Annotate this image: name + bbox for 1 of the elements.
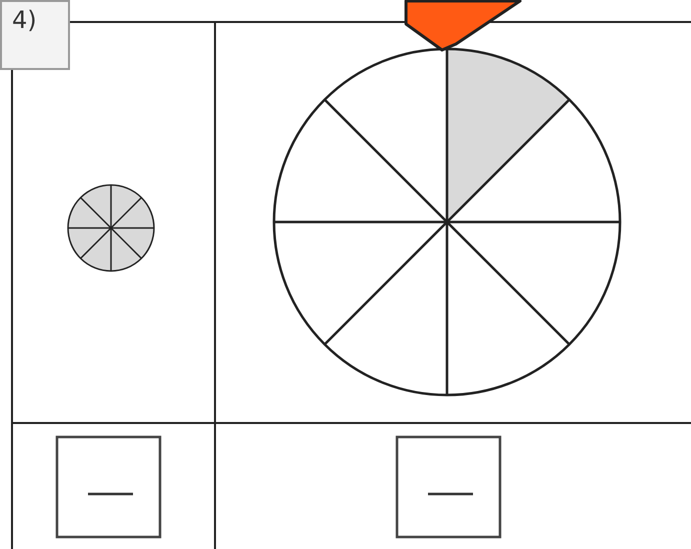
question-number: 4) xyxy=(0,0,70,70)
